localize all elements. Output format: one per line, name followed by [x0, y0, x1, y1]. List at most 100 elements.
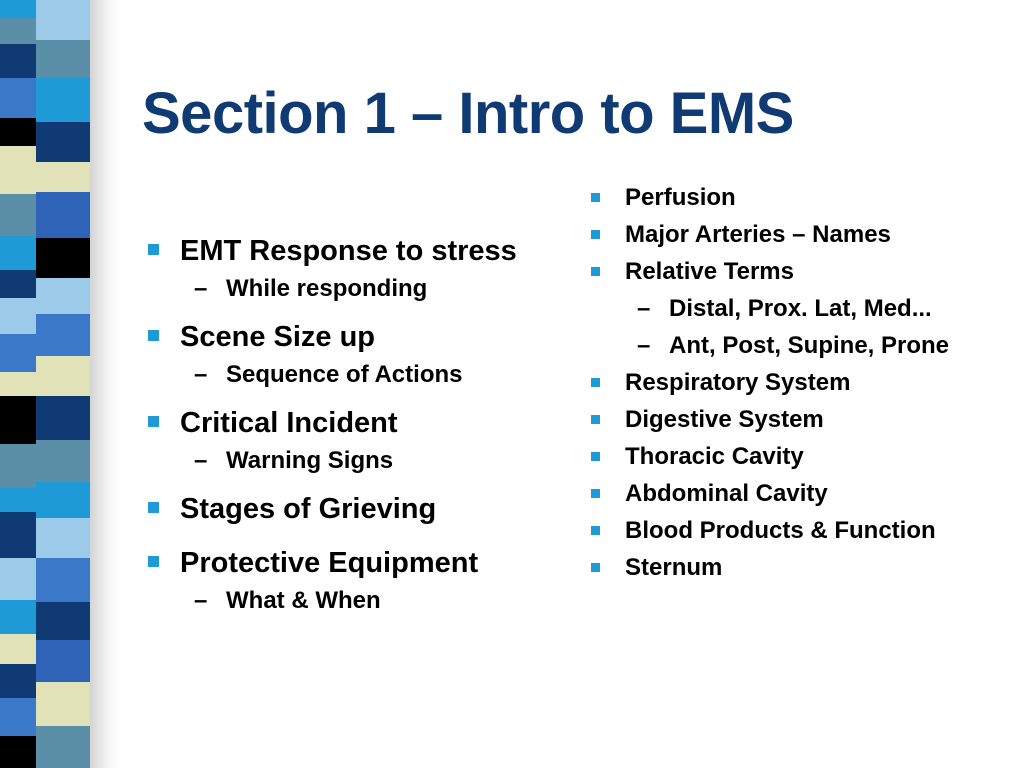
list-item: Perfusion [590, 182, 1010, 213]
bullet-text: Scene Size up [180, 321, 376, 353]
stripe-block [36, 726, 90, 768]
stripe-block [0, 44, 42, 78]
bullet-text: Digestive System [625, 406, 824, 433]
stripe-block [36, 396, 90, 440]
sub-bullet-text: Warning Signs [226, 447, 394, 474]
square-bullet-icon [591, 230, 600, 239]
square-bullet-icon [148, 330, 159, 341]
stripe-block [0, 194, 42, 236]
stripe-block [0, 396, 42, 444]
stripe-block [36, 40, 90, 78]
stripe-block [36, 640, 90, 682]
stripe-block [36, 682, 90, 726]
square-bullet-icon [591, 452, 600, 461]
dash-bullet-icon: – [637, 295, 651, 322]
stripe-block [36, 356, 90, 396]
square-bullet-icon [148, 416, 159, 427]
square-bullet-icon [591, 415, 600, 424]
bullet-text: Relative Terms [625, 258, 794, 285]
list-item: Relative Terms [590, 256, 1010, 287]
square-bullet-icon [591, 378, 600, 387]
dash-bullet-icon: – [637, 332, 651, 359]
sub-list-item: – Distal, Prox. Lat, Med... [590, 293, 1010, 324]
dash-bullet-icon: – [194, 361, 208, 388]
left-bullet-list: EMT Response to stress – While respondin… [146, 230, 546, 616]
stripe-strip-inner [36, 0, 90, 768]
right-bullet-list: Perfusion Major Arteries – Names Relativ… [590, 182, 1010, 589]
stripe-block [0, 372, 42, 396]
stripe-block [36, 558, 90, 602]
stripe-block [0, 146, 42, 194]
list-item: Protective Equipment [146, 542, 546, 584]
list-item: Sternum [590, 552, 1010, 583]
list-item: Major Arteries – Names [590, 219, 1010, 250]
slide-title: Section 1 – Intro to EMS [142, 81, 794, 146]
square-bullet-icon [591, 489, 600, 498]
bullet-text: Critical Incident [180, 407, 398, 439]
bullet-text: Blood Products & Function [625, 517, 936, 544]
stripe-block [36, 278, 90, 314]
stripe-block [0, 18, 42, 44]
bullet-text: Abdominal Cavity [625, 480, 828, 507]
stripe-block [36, 482, 90, 518]
stripe-block [0, 512, 42, 558]
stripe-strip-outer [0, 0, 42, 768]
stripe-block [36, 238, 90, 278]
sub-bullet-text: Distal, Prox. Lat, Med... [669, 295, 932, 322]
stripe-block [0, 600, 42, 634]
list-item: Respiratory System [590, 367, 1010, 398]
stripe-block [0, 298, 42, 334]
list-item: Blood Products & Function [590, 515, 1010, 546]
sub-bullet-text: Ant, Post, Supine, Prone [669, 332, 950, 359]
stripe-block [36, 192, 90, 238]
dash-bullet-icon: – [194, 275, 208, 302]
sub-bullet-text: What & When [226, 587, 381, 614]
stripe-block [0, 118, 42, 146]
stripe-block [0, 736, 42, 768]
stripe-block [0, 78, 42, 118]
square-bullet-icon [591, 267, 600, 276]
square-bullet-icon [148, 244, 159, 255]
stripe-block [0, 664, 42, 698]
sub-list-item: – What & When [146, 586, 546, 616]
stripe-block [36, 162, 90, 192]
sub-list-item: – While responding [146, 274, 546, 304]
list-item: Thoracic Cavity [590, 441, 1010, 472]
stripe-block [0, 488, 42, 512]
dash-bullet-icon: – [194, 587, 208, 614]
sub-list-item: – Warning Signs [146, 446, 546, 476]
stripe-block [0, 558, 42, 600]
stripe-block [0, 270, 42, 298]
sub-bullet-text: While responding [226, 275, 428, 302]
bullet-text: Thoracic Cavity [625, 443, 804, 470]
bullet-text: EMT Response to stress [180, 235, 517, 267]
stripe-block [36, 122, 90, 162]
stripe-block [36, 602, 90, 640]
list-item: EMT Response to stress [146, 230, 546, 272]
sub-list-item: – Ant, Post, Supine, Prone [590, 330, 1010, 361]
stripe-block [36, 0, 90, 40]
stripe-block [0, 634, 42, 664]
square-bullet-icon [148, 556, 159, 567]
sub-list-item: – Sequence of Actions [146, 360, 546, 390]
square-bullet-icon [148, 502, 159, 513]
list-item: Stages of Grieving [146, 488, 546, 530]
stripe-block [0, 0, 42, 18]
list-item: Critical Incident [146, 402, 546, 444]
stripe-block [36, 314, 90, 356]
square-bullet-icon [591, 526, 600, 535]
square-bullet-icon [591, 193, 600, 202]
bullet-text: Protective Equipment [180, 547, 479, 579]
stripe-block [0, 334, 42, 372]
bullet-text: Perfusion [625, 184, 736, 211]
stripe-block [0, 444, 42, 488]
dash-bullet-icon: – [194, 447, 208, 474]
list-item: Scene Size up [146, 316, 546, 358]
stripe-block [36, 78, 90, 122]
stripe-block [36, 518, 90, 558]
bullet-text: Stages of Grieving [180, 493, 437, 525]
list-item: Abdominal Cavity [590, 478, 1010, 509]
list-item: Digestive System [590, 404, 1010, 435]
stripe-block [0, 698, 42, 736]
square-bullet-icon [591, 563, 600, 572]
